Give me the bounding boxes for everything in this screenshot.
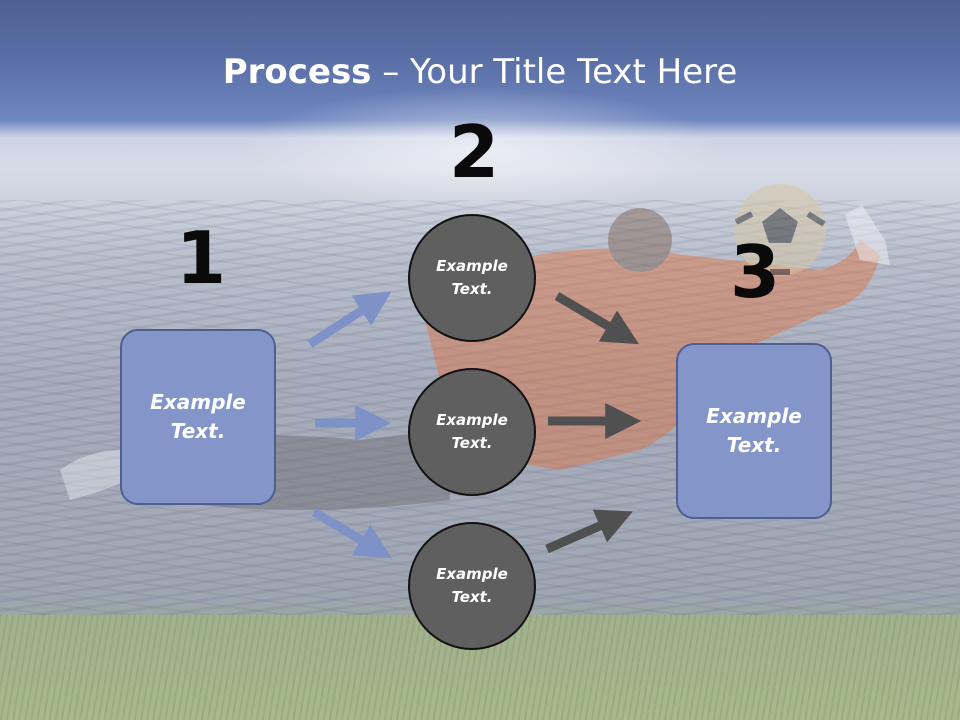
circle-bottom-text-line1: Example	[436, 565, 508, 583]
soccer-ball-icon	[734, 184, 826, 276]
arrow-1-to-bottom-icon	[311, 508, 392, 559]
step-number-2: 2	[449, 110, 500, 194]
arrow-1-to-top-icon	[307, 291, 392, 348]
circle-bottom-text-line2: Text.	[451, 588, 493, 606]
step-number-1: 1	[176, 216, 227, 300]
page-title: Process – Your Title Text Here	[0, 52, 960, 92]
step-3-text-line1: Example	[706, 404, 802, 428]
title-bold: Process	[222, 52, 372, 92]
circle-middle-text-line2: Text.	[451, 434, 493, 452]
step-1-text-line1: Example	[150, 390, 246, 414]
step-3-text-line2: Text.	[726, 433, 782, 457]
circle-top-text-line2: Text.	[451, 280, 493, 298]
circle-top-text-line1: Example	[436, 257, 508, 275]
step-number-3: 3	[730, 230, 781, 314]
step-1-text-line2: Text.	[170, 419, 226, 443]
title-rest: – Your Title Text Here	[371, 52, 738, 92]
arrow-bottom-to-3-icon	[545, 509, 633, 554]
circle-middle-text-line1: Example	[436, 411, 508, 429]
arrow-top-to-3-icon	[554, 292, 639, 345]
